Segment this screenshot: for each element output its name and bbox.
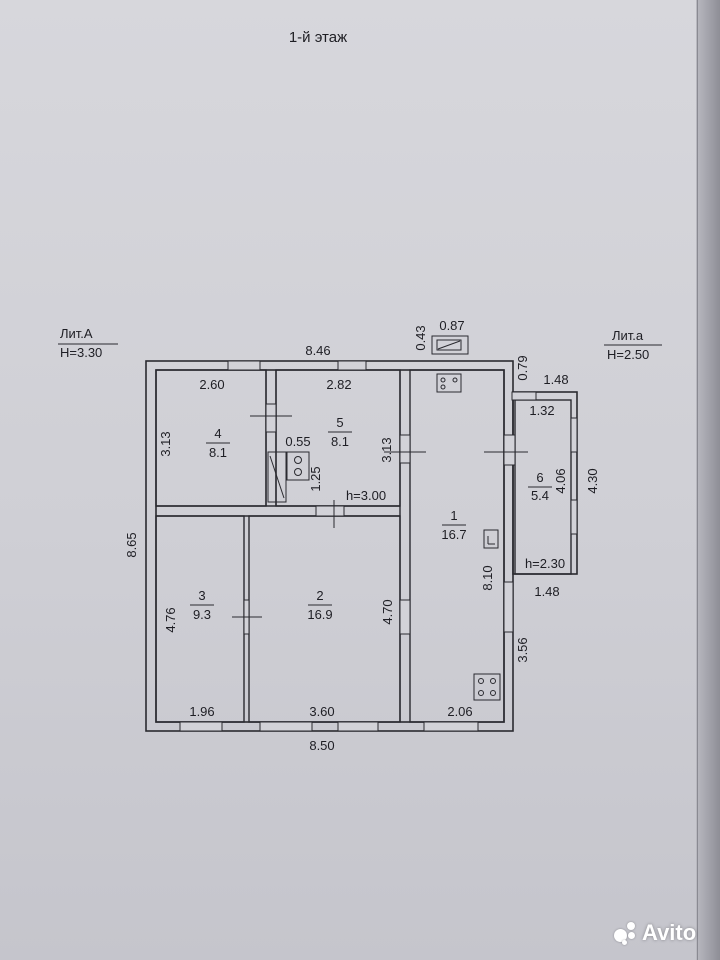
dim-room4-width: 2.60 — [199, 377, 224, 392]
room-4-area: 8.1 — [209, 445, 227, 460]
door-2-5 — [315, 505, 345, 517]
room-2-label: 2 16.9 — [307, 588, 332, 622]
outer-wall-outer — [145, 360, 514, 732]
dim-room2-height: 4.70 — [380, 599, 395, 624]
sink-icon — [483, 529, 499, 549]
window-top-1 — [227, 360, 261, 371]
dim-offset-079: 0.79 — [515, 355, 530, 380]
lit-b-height: H=2.50 — [607, 347, 649, 362]
room-6-label: 6 5.4 — [528, 470, 552, 503]
dim-annex-bottom-width: 1.48 — [534, 584, 559, 599]
dim-annex-outer-width: 1.48 — [543, 372, 568, 387]
chimney-hatch — [437, 340, 461, 350]
door-1-6 — [503, 434, 516, 466]
dim-room4-height: 3.13 — [158, 431, 173, 456]
dim-annex-outer-height: 4.30 — [585, 468, 600, 493]
dim-room5-width: 2.82 — [326, 377, 351, 392]
room-1-area: 16.7 — [441, 527, 466, 542]
chimney-inner — [436, 339, 462, 351]
burner-icon — [478, 690, 484, 696]
dim-chimney-height: 0.43 — [413, 325, 428, 350]
dim-top-total: 8.46 — [305, 343, 330, 358]
window-bottom-1 — [179, 721, 223, 732]
room-1-number: 1 — [450, 508, 457, 523]
dim-ceiling-height: h=3.00 — [346, 488, 386, 503]
burner-icon — [490, 678, 496, 684]
avito-logo-icon — [612, 920, 638, 946]
window-annex-1 — [570, 417, 578, 453]
door-4-5 — [265, 403, 277, 433]
room-3-label: 3 9.3 — [190, 588, 214, 622]
window-top-2 — [337, 360, 367, 371]
room-6-number: 6 — [536, 470, 543, 485]
window-bottom-3 — [337, 721, 379, 732]
stove-outline — [267, 451, 287, 503]
lit-a-height: H=3.30 — [60, 345, 102, 360]
burner-icon — [294, 456, 302, 464]
door-5-1 — [399, 434, 411, 464]
stove-burner-box — [286, 451, 310, 481]
stove-icon — [473, 673, 501, 701]
burner-icon — [490, 690, 496, 696]
dim-bottom-total: 8.50 — [309, 738, 334, 753]
plan-title: 1-й этаж — [289, 29, 347, 46]
dim-room5-height: 3.13 — [379, 437, 394, 462]
boiler-dot — [440, 384, 446, 390]
dim-room2-width: 3.60 — [309, 704, 334, 719]
room-4-label: 4 8.1 — [206, 426, 230, 460]
door-2-1 — [399, 599, 411, 635]
room-1-label: 1 16.7 — [441, 508, 466, 542]
lit-b-label: Лит.а — [612, 328, 644, 343]
boiler-dot — [440, 377, 446, 383]
dim-annex-inner-width: 1.32 — [529, 403, 554, 418]
dim-nook-height: 1.25 — [308, 466, 323, 491]
stove-hatch — [269, 455, 285, 499]
avito-watermark: Avito — [612, 918, 712, 948]
window-right-1 — [503, 581, 514, 633]
boiler-dot — [452, 377, 458, 383]
room-3-number: 3 — [198, 588, 205, 603]
room-5-label: 5 8.1 — [328, 415, 352, 449]
room-5-area: 8.1 — [331, 434, 349, 449]
dim-room3-width: 1.96 — [189, 704, 214, 719]
burner-icon — [294, 468, 302, 476]
dim-annex-ceiling: h=2.30 — [525, 556, 565, 571]
window-bottom-4 — [423, 721, 479, 732]
outer-wall-inner — [155, 369, 505, 723]
room-6-area: 5.4 — [531, 488, 549, 503]
room-4-number: 4 — [214, 426, 221, 441]
dim-annex-inner-height: 4.06 — [553, 468, 568, 493]
paper-edge — [696, 0, 720, 960]
room-1-outline — [409, 369, 505, 723]
dim-nook-width: 0.55 — [285, 434, 310, 449]
room-2-number: 2 — [316, 588, 323, 603]
paper-sheet — [0, 0, 700, 960]
dim-room1-width: 2.06 — [447, 704, 472, 719]
dim-room3-height: 4.76 — [163, 607, 178, 632]
lit-a-label: Лит.А — [60, 326, 93, 341]
dim-lower-wall: 3.56 — [515, 637, 530, 662]
room-5-number: 5 — [336, 415, 343, 430]
dim-room1-height: 8.10 — [480, 565, 495, 590]
room-2-area: 16.9 — [307, 607, 332, 622]
window-annex-top — [511, 391, 537, 401]
dim-chimney-width: 0.87 — [439, 318, 464, 333]
chimney-outline — [431, 335, 469, 355]
boiler-icon — [436, 373, 462, 393]
burner-icon — [478, 678, 484, 684]
dim-left-total: 8.65 — [124, 532, 139, 557]
window-bottom-2 — [259, 721, 313, 732]
window-annex-2 — [570, 499, 578, 535]
room-3-area: 9.3 — [193, 607, 211, 622]
sheet-border-line — [697, 0, 698, 960]
watermark-text: Avito — [642, 920, 697, 945]
